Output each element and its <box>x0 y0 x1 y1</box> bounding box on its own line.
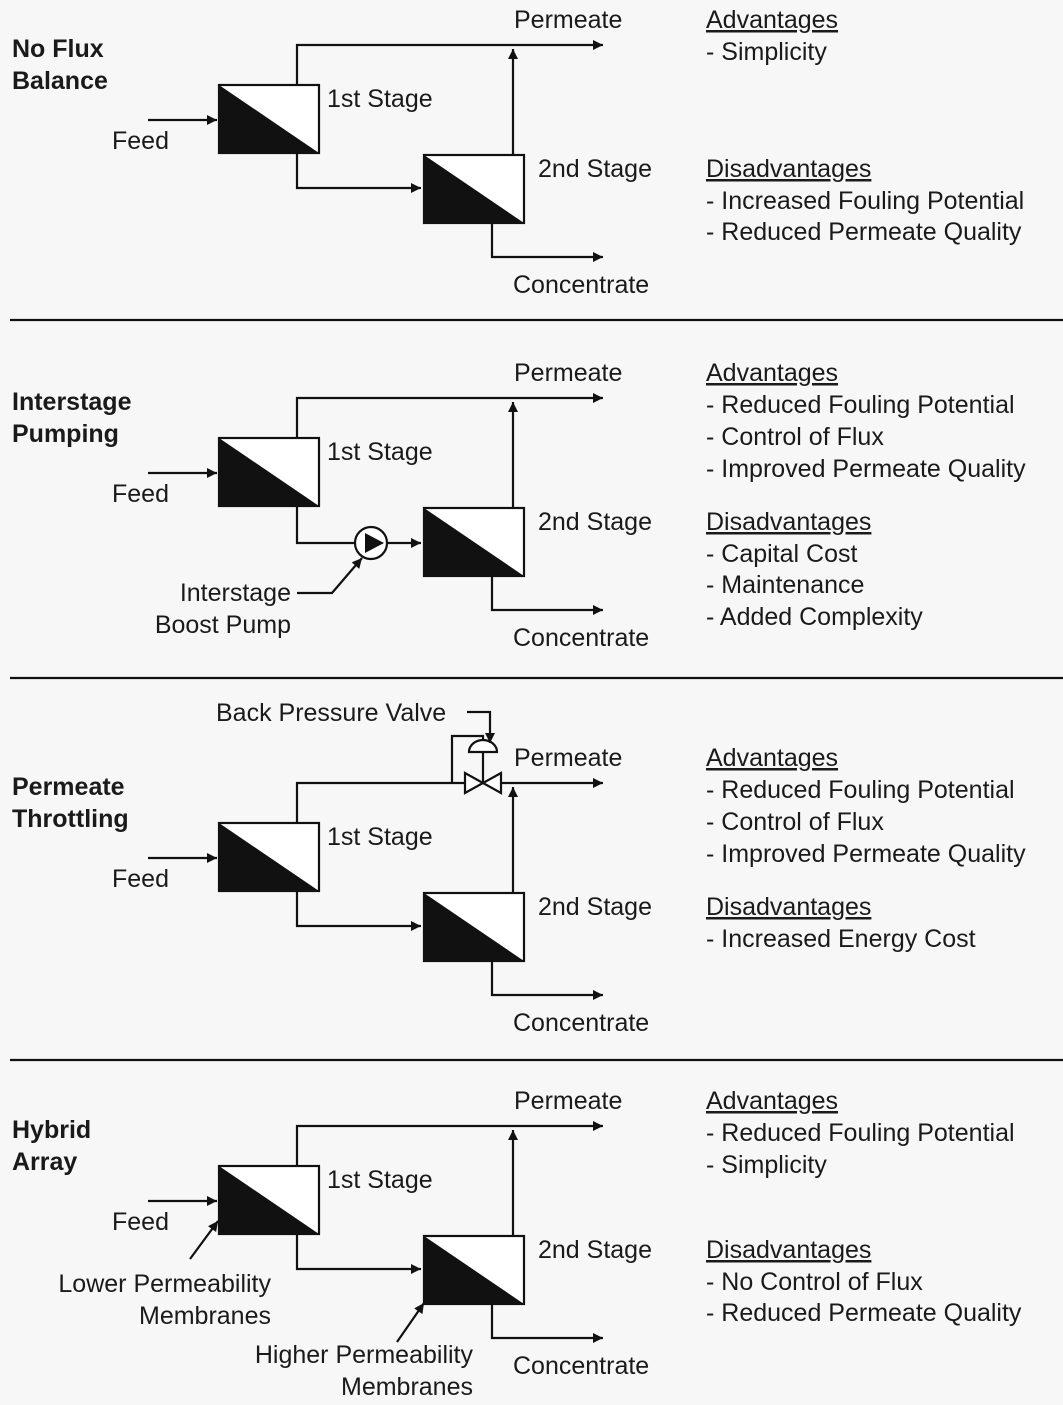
permeate-label: Permeate <box>514 359 622 387</box>
valve-label: Back Pressure Valve <box>216 699 446 727</box>
section-title: Hybrid <box>12 1116 91 1144</box>
disadvantage-item: - Increased Energy Cost <box>706 925 976 953</box>
interstage-line <box>295 1234 421 1274</box>
disadvantage-item: - Capital Cost <box>706 540 857 568</box>
feed-label: Feed <box>112 480 169 508</box>
stage1-label: 1st Stage <box>327 823 433 851</box>
concentrate-line <box>490 961 603 1000</box>
higher-permeability-label: Higher Permeability <box>255 1341 474 1369</box>
stage2-membrane <box>422 891 526 963</box>
disadvantage-item: - Added Complexity <box>706 603 923 631</box>
permeate-label: Permeate <box>514 1087 622 1115</box>
advantages-heading: Advantages <box>706 1087 838 1115</box>
section-title: Array <box>12 1148 77 1176</box>
section-title: Balance <box>12 67 108 95</box>
advantages-heading: Advantages <box>706 6 838 34</box>
disadvantage-item: - Maintenance <box>706 571 864 599</box>
stage2-label: 2nd Stage <box>538 1236 652 1264</box>
disadvantage-item: - Increased Fouling Potential <box>706 187 1024 215</box>
disadvantage-item: - Reduced Permeate Quality <box>706 1299 1022 1327</box>
concentrate-line <box>490 1304 603 1343</box>
stage1-membrane <box>217 821 321 893</box>
disadvantages-heading: Disadvantages <box>706 1236 871 1264</box>
stage2-label: 2nd Stage <box>538 508 652 536</box>
stage2-membrane <box>422 153 526 225</box>
lower-permeability-callout <box>189 1220 219 1260</box>
feed-label: Feed <box>112 865 169 893</box>
advantage-item: - Reduced Fouling Potential <box>706 391 1015 419</box>
section-hybrid-array: Hybrid Array Feed 1st Stage Permeate 2nd… <box>12 1087 1022 1401</box>
lower-permeability-label: Lower Permeability <box>58 1270 271 1298</box>
interstage-line <box>295 891 421 931</box>
stage1-membrane <box>217 436 321 508</box>
disadvantages-heading: Disadvantages <box>706 508 871 536</box>
disadvantages-heading: Disadvantages <box>706 893 871 921</box>
advantage-item: - Reduced Fouling Potential <box>706 1119 1015 1147</box>
stage1-label: 1st Stage <box>327 438 433 466</box>
permeate-label: Permeate <box>514 744 622 772</box>
disadvantage-item: - No Control of Flux <box>706 1268 923 1296</box>
pump-label: Interstage <box>180 579 291 607</box>
stage1-membrane <box>217 83 321 155</box>
section-no-flux-balance: No Flux Balance Feed 1st Stage Permeate … <box>12 6 1024 299</box>
interstage-line <box>295 506 355 545</box>
permeate-line <box>295 393 603 438</box>
concentrate-line <box>490 576 603 615</box>
advantage-item: - Control of Flux <box>706 808 884 836</box>
permeate-line <box>295 781 465 823</box>
concentrate-label: Concentrate <box>513 271 649 299</box>
concentrate-label: Concentrate <box>513 1009 649 1037</box>
stage1-label: 1st Stage <box>327 1166 433 1194</box>
advantage-item: - Control of Flux <box>706 423 884 451</box>
section-interstage-pumping: Interstage Pumping Feed 1st Stage Permea… <box>12 359 1026 652</box>
feed-label: Feed <box>112 127 169 155</box>
permeate-label: Permeate <box>514 6 622 34</box>
advantage-item: - Improved Permeate Quality <box>706 455 1026 483</box>
stage2-membrane <box>422 1234 526 1306</box>
pump-icon <box>353 525 389 561</box>
section-title: Throttling <box>12 805 129 833</box>
stage1-label: 1st Stage <box>327 85 433 113</box>
section-title: Pumping <box>12 420 119 448</box>
stage2-label: 2nd Stage <box>538 155 652 183</box>
permeate-line <box>295 1121 603 1166</box>
feed-label: Feed <box>112 1208 169 1236</box>
pump-label: Boost Pump <box>155 611 291 639</box>
advantage-item: - Simplicity <box>706 1151 827 1179</box>
advantage-item: - Reduced Fouling Potential <box>706 776 1015 804</box>
back-pressure-valve-icon <box>450 734 503 795</box>
higher-permeability-label: Membranes <box>341 1373 473 1401</box>
section-title: No Flux <box>12 35 104 63</box>
pump-callout-line <box>297 557 363 595</box>
higher-permeability-callout <box>396 1302 425 1343</box>
section-title: Permeate <box>12 773 125 801</box>
concentrate-line <box>490 223 603 262</box>
advantage-item: - Improved Permeate Quality <box>706 840 1026 868</box>
advantages-heading: Advantages <box>706 744 838 772</box>
stage2-membrane <box>422 506 526 578</box>
section-title: Interstage <box>12 388 132 416</box>
advantage-item: - Simplicity <box>706 38 827 66</box>
valve-callout-line <box>467 710 495 743</box>
interstage-line <box>295 153 421 193</box>
disadvantage-item: - Reduced Permeate Quality <box>706 218 1022 246</box>
concentrate-label: Concentrate <box>513 1352 649 1380</box>
stage2-label: 2nd Stage <box>538 893 652 921</box>
section-permeate-throttling: Permeate Throttling Feed 1st Stage Perme… <box>12 699 1026 1037</box>
stage1-membrane <box>217 1164 321 1236</box>
concentrate-label: Concentrate <box>513 624 649 652</box>
lower-permeability-label: Membranes <box>139 1302 271 1330</box>
advantages-heading: Advantages <box>706 359 838 387</box>
permeate-line <box>295 40 603 85</box>
disadvantages-heading: Disadvantages <box>706 155 871 183</box>
